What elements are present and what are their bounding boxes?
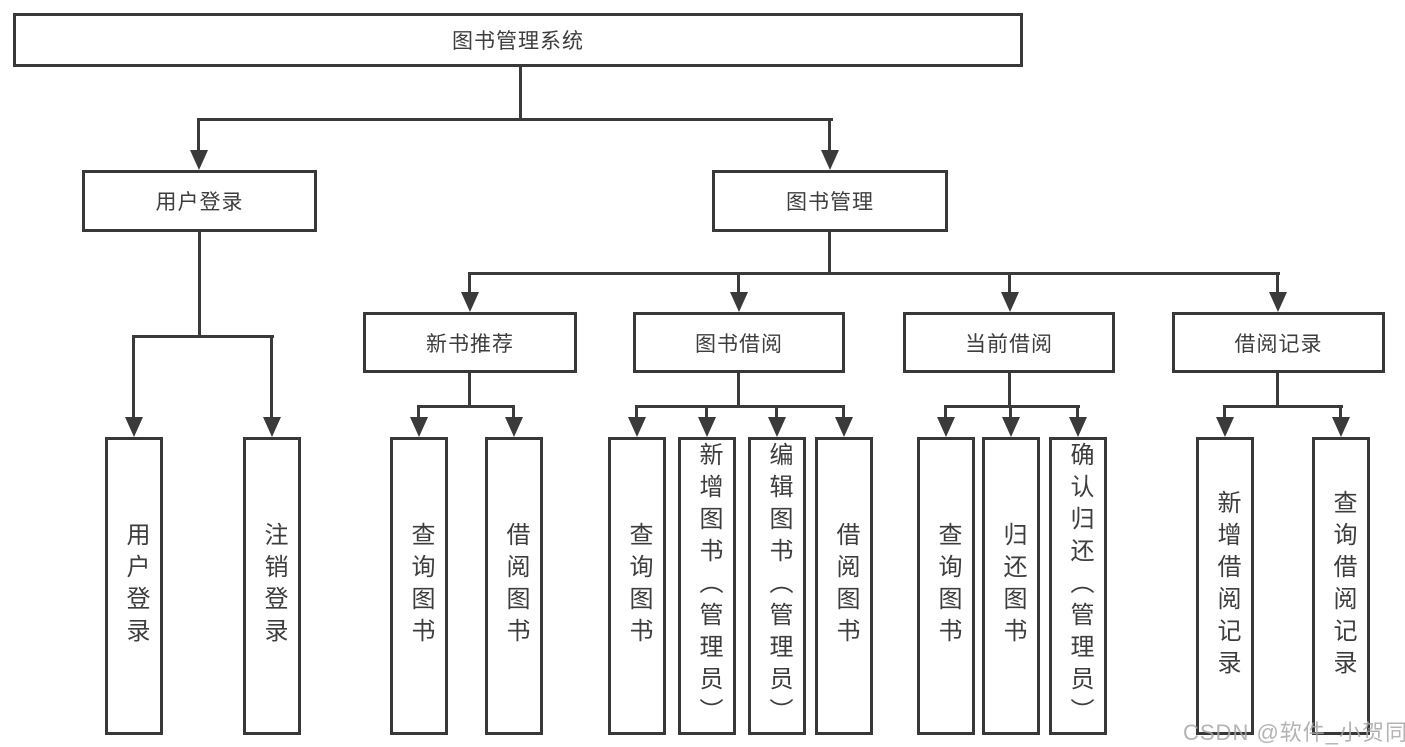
- connector-line: [737, 373, 740, 405]
- arrow-down-icon: [410, 417, 428, 437]
- arrow-down-icon: [263, 417, 281, 437]
- connector-line: [635, 405, 638, 418]
- connector-line: [737, 272, 740, 293]
- arrow-down-icon: [821, 150, 839, 170]
- arrow-down-icon: [1001, 292, 1019, 312]
- arrow-down-icon: [1216, 417, 1234, 437]
- connector-line: [198, 232, 201, 335]
- node-user-login: 用户登录: [82, 170, 317, 232]
- node-new-book-recommend: 新书推荐: [363, 312, 577, 373]
- node-book-borrow: 图书借阅: [633, 312, 845, 373]
- connector-line: [842, 405, 845, 418]
- arrow-down-icon: [698, 417, 716, 437]
- arrow-down-icon: [835, 417, 853, 437]
- node-current-borrow: 当前借阅: [903, 312, 1115, 373]
- arrow-down-icon: [461, 292, 479, 312]
- leaf-add-borrow-record: 新增借阅记录: [1196, 437, 1254, 735]
- connector-line: [468, 373, 471, 405]
- connector-line: [944, 405, 1080, 408]
- arrow-down-icon: [1269, 292, 1287, 312]
- connector-line: [197, 118, 833, 121]
- connector-line: [944, 405, 947, 418]
- leaf-edit-books-admin: 编辑图书（管理员）: [748, 437, 806, 735]
- leaf-return-books: 归还图书: [982, 437, 1040, 735]
- connector-line: [1276, 272, 1279, 293]
- leaf-add-books-admin: 新增图书（管理员）: [678, 437, 736, 735]
- connector-line: [1076, 405, 1079, 418]
- connector-line: [132, 335, 274, 338]
- connector-line: [417, 405, 420, 418]
- leaf-query-books-1: 查询图书: [390, 437, 448, 735]
- leaf-logout: 注销登录: [243, 437, 301, 735]
- connector-line: [512, 405, 515, 418]
- arrow-down-icon: [768, 417, 786, 437]
- arrow-down-icon: [1069, 417, 1087, 437]
- connector-line: [1276, 373, 1279, 405]
- connector-line: [1009, 405, 1012, 418]
- leaf-query-books-3: 查询图书: [917, 437, 975, 735]
- leaf-borrow-books-1: 借阅图书: [485, 437, 543, 735]
- arrow-down-icon: [937, 417, 955, 437]
- arrow-down-icon: [190, 150, 208, 170]
- arrow-down-icon: [1332, 417, 1350, 437]
- connector-line: [197, 118, 200, 151]
- connector-line: [519, 67, 522, 118]
- node-book-management: 图书管理: [712, 170, 948, 232]
- connector-line: [828, 118, 831, 151]
- leaf-borrow-books-2: 借阅图书: [815, 437, 873, 735]
- connector-line: [1008, 272, 1011, 293]
- connector-line: [635, 405, 845, 408]
- connector-line: [417, 405, 515, 408]
- arrow-down-icon: [1002, 417, 1020, 437]
- csdn-watermark: CSDN @软件_小贺同学: [1183, 720, 1405, 745]
- connector-line: [468, 272, 1280, 275]
- connector-line: [828, 232, 831, 272]
- connector-line: [705, 405, 708, 418]
- connector-line: [1008, 373, 1011, 405]
- leaf-query-borrow-record: 查询借阅记录: [1312, 437, 1370, 735]
- connector-line: [1223, 405, 1343, 408]
- node-root: 图书管理系统: [13, 13, 1023, 67]
- connector-line: [468, 272, 471, 293]
- connector-line: [270, 335, 273, 418]
- connector-line: [775, 405, 778, 418]
- leaf-confirm-return-admin: 确认归还（管理员）: [1049, 437, 1107, 735]
- node-borrow-records: 借阅记录: [1172, 312, 1385, 373]
- leaf-query-books-2: 查询图书: [608, 437, 666, 735]
- arrow-down-icon: [125, 417, 143, 437]
- arrow-down-icon: [628, 417, 646, 437]
- leaf-user-login: 用户登录: [105, 437, 163, 735]
- arrow-down-icon: [505, 417, 523, 437]
- connector-line: [1339, 405, 1342, 418]
- arrow-down-icon: [730, 292, 748, 312]
- connector-line: [132, 335, 135, 418]
- connector-line: [1223, 405, 1226, 418]
